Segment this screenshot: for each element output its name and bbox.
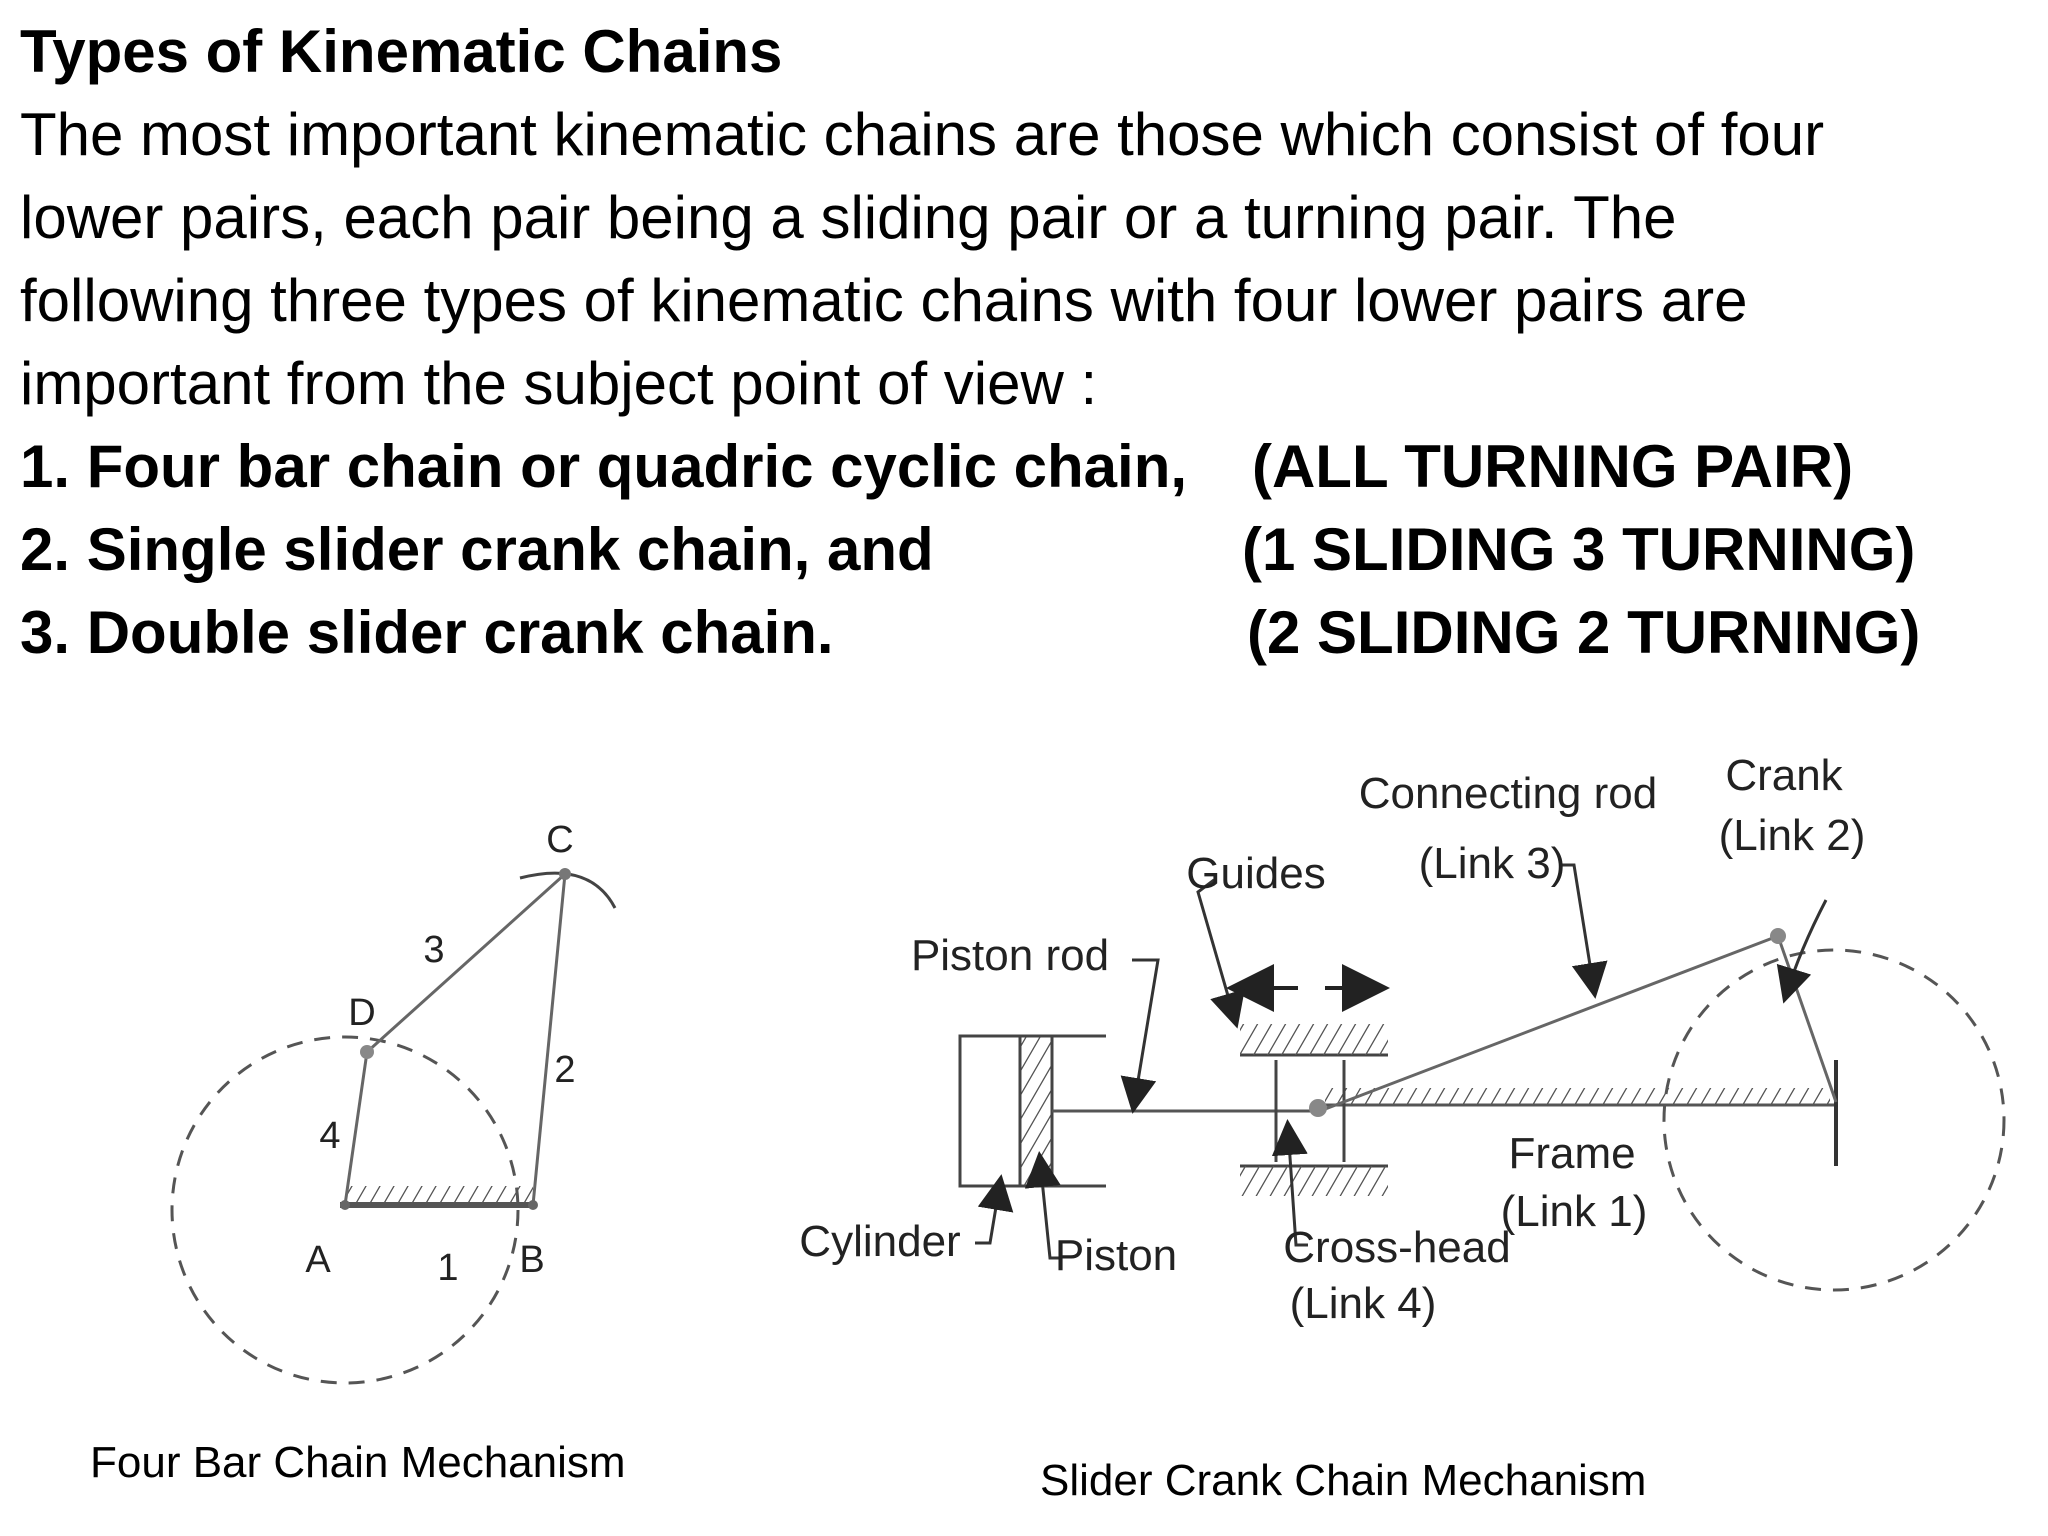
leader-piston-rod — [1120, 958, 1160, 1114]
intro-line-4: important from the subject point of view… — [20, 350, 1098, 417]
crank — [1776, 935, 1838, 1103]
label-frame: Frame — [1508, 1129, 1635, 1178]
list-item-four-bar: 1. Four bar chain or quadric cyclic chai… — [20, 425, 2020, 508]
slide-text: Types of Kinematic Chains The most impor… — [20, 10, 2020, 674]
joint-d — [360, 1045, 374, 1059]
leader-guides — [1196, 878, 1245, 1029]
list-item-single-slider: 2. Single slider crank chain, and (1 SLI… — [20, 508, 2020, 591]
label-link-3: 3 — [423, 929, 444, 971]
slide-title: Types of Kinematic Chains — [20, 18, 783, 85]
list-item-note: (2 SLIDING 2 TURNING) — [1247, 599, 1921, 666]
intro-line-1: The most important kinematic chains are … — [20, 101, 1825, 168]
label-link-4: 4 — [319, 1115, 340, 1157]
guide-top-hatch — [1240, 1024, 1388, 1055]
label-cross-head-link: (Link 4) — [1290, 1279, 1437, 1328]
frame-hatch — [1325, 1088, 1830, 1105]
label-piston-rod: Piston rod — [911, 931, 1109, 980]
joint-c — [559, 868, 571, 880]
label-frame-link: (Link 1) — [1501, 1187, 1648, 1236]
label-crank-link: (Link 2) — [1719, 811, 1866, 860]
connecting-rod — [1319, 934, 1779, 1113]
link-2 — [531, 873, 567, 1206]
intro-line-3: following three types of kinematic chain… — [20, 267, 1748, 334]
coupler-arc — [519, 871, 617, 909]
list-item-text: 3. Double slider crank chain. — [20, 599, 834, 666]
label-connecting-rod: Connecting rod — [1359, 769, 1657, 818]
list-item-note: (1 SLIDING 3 TURNING) — [1242, 516, 1916, 583]
leader-crank — [1776, 899, 1828, 1004]
label-link-1: 1 — [437, 1247, 458, 1289]
leader-cylinder — [975, 1174, 1014, 1245]
four-bar-caption: Four Bar Chain Mechanism — [90, 1438, 626, 1487]
cross-head-pin — [1309, 1099, 1327, 1117]
list-item-text: 2. Single slider crank chain, and — [20, 516, 934, 583]
crank-circle — [1662, 948, 2006, 1292]
label-c: C — [546, 819, 573, 861]
label-guides: Guides — [1186, 849, 1325, 898]
slider-crank-caption: Slider Crank Chain Mechanism — [1040, 1456, 1647, 1505]
frame-hatch — [348, 1186, 533, 1205]
label-b: B — [519, 1239, 544, 1281]
link-4 — [343, 1051, 369, 1206]
joint-b — [528, 1200, 538, 1210]
crank-path-circle — [170, 1035, 520, 1385]
list-item-text: 1. Four bar chain or quadric cyclic chai… — [20, 433, 1188, 500]
label-a: A — [305, 1239, 331, 1281]
label-crank: Crank — [1725, 751, 1843, 800]
slider-crank-diagram: Connecting rod (Link 3) Crank (Link 2) G… — [799, 751, 2006, 1328]
label-cross-head: Cross-head — [1283, 1223, 1510, 1272]
intro-line-2: lower pairs, each pair being a sliding p… — [20, 184, 1677, 251]
leader-connecting-rod — [1562, 863, 1608, 999]
link-3 — [365, 872, 567, 1054]
four-bar-diagram: C D A B 1 2 3 4 — [170, 819, 617, 1385]
list-item-double-slider: 3. Double slider crank chain. (2 SLIDING… — [20, 591, 2020, 674]
leader-piston — [1024, 1151, 1062, 1260]
piston — [1018, 1034, 1054, 1188]
label-cylinder: Cylinder — [799, 1217, 960, 1266]
label-link-2: 2 — [554, 1049, 575, 1091]
label-connecting-rod-link: (Link 3) — [1419, 839, 1566, 888]
leader-cross-head — [1271, 1119, 1308, 1247]
label-d: D — [348, 992, 375, 1034]
crank-pin — [1770, 928, 1786, 944]
guide-bottom-hatch — [1240, 1166, 1388, 1196]
joint-a — [340, 1200, 350, 1210]
label-piston: Piston — [1055, 1231, 1177, 1280]
list-item-note: (ALL TURNING PAIR) — [1252, 433, 1854, 500]
